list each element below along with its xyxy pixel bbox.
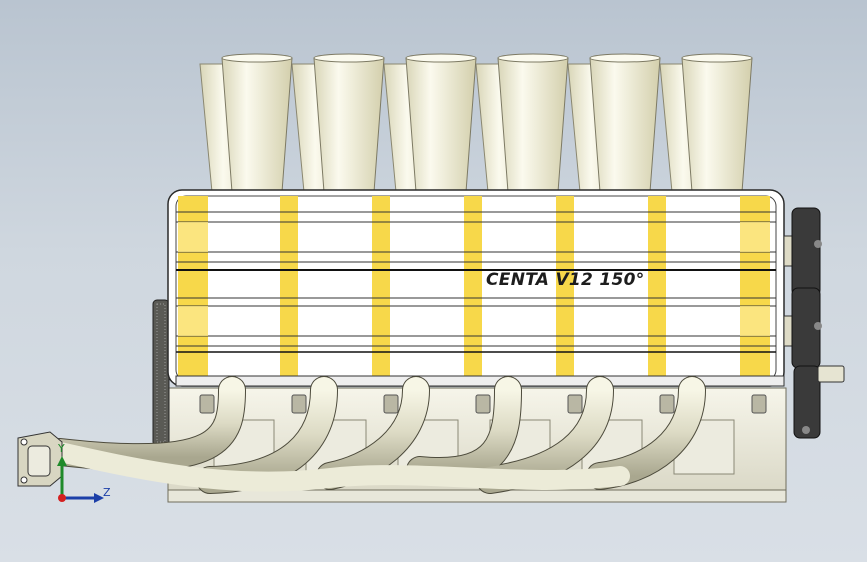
triad-y-label: Y (58, 442, 65, 455)
triad-z-label: Z (103, 486, 111, 499)
flywheel (152, 299, 170, 447)
coordinate-triad (40, 440, 120, 510)
triad-axes-icon (57, 456, 104, 503)
exhaust-headers (46, 376, 706, 494)
valve-cover (167, 189, 785, 387)
engine-name-label: CENTA V12 150° (486, 270, 645, 290)
accessory-drive (783, 207, 845, 439)
intake-trumpets-front (221, 53, 753, 193)
